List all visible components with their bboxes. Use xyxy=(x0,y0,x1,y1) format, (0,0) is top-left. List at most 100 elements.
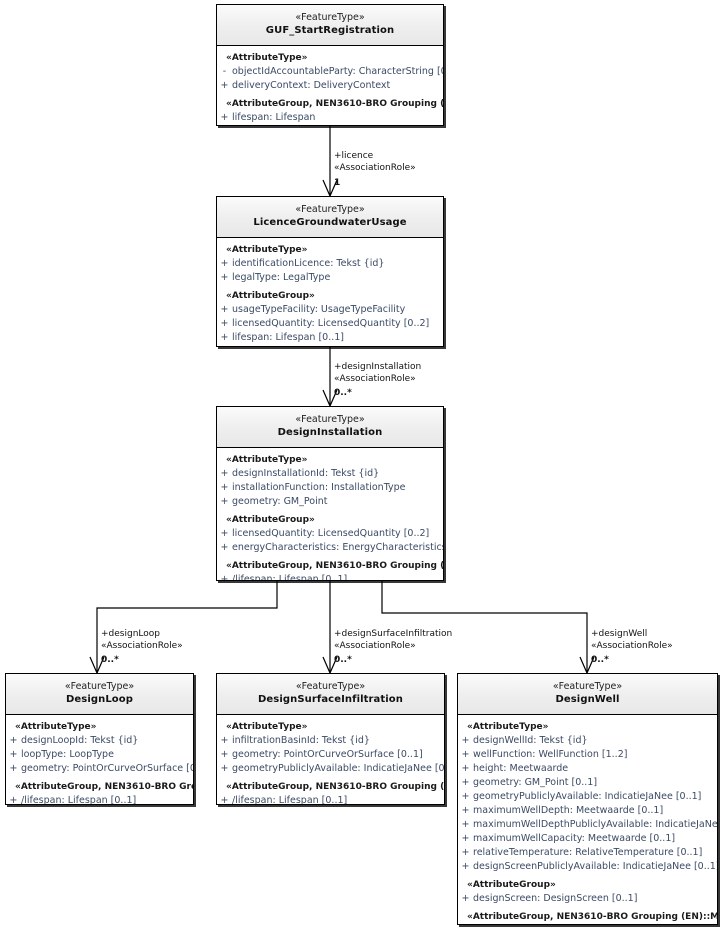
attribute-visibility: + xyxy=(220,574,229,581)
attribute-visibility: + xyxy=(220,763,229,774)
class-name: DesignLoop xyxy=(65,694,133,705)
attribute-signature: identificationLicence: Tekst {id} xyxy=(232,258,385,269)
attribute-visibility: + xyxy=(220,332,229,343)
attribute-visibility: + xyxy=(461,861,470,872)
attribute-row: +legalType: LegalType xyxy=(217,271,443,285)
association-role-design-well: +designWell xyxy=(591,629,648,639)
class-name: DesignSurfaceInfiltration xyxy=(257,694,403,705)
attribute-visibility: + xyxy=(220,304,229,315)
attribute-visibility: + xyxy=(461,777,470,788)
class-stereotype: «FeatureType» xyxy=(295,681,366,692)
class-name: DesignWell xyxy=(555,694,620,705)
attribute-row: +installationFunction: InstallationType xyxy=(217,481,443,495)
attribute-signature: geometry: GM_Point xyxy=(232,496,328,507)
attribute-row: +height: Meetwaarde xyxy=(458,762,717,776)
class-box-design-well[interactable]: «FeatureType» DesignWell «AttributeType»… xyxy=(457,673,718,925)
attribute-signature: geometryPubliclyAvailable: IndicatieJaNe… xyxy=(232,763,445,774)
attribute-visibility: + xyxy=(220,468,229,479)
class-box-design-surface-infiltration[interactable]: «FeatureType» DesignSurfaceInfiltration … xyxy=(216,673,445,805)
class-stereotype: «FeatureType» xyxy=(552,681,623,692)
attribute-row: +lifespan: Lifespan xyxy=(217,111,443,125)
attribute-signature: designScreenPubliclyAvailable: Indicatie… xyxy=(473,861,718,872)
class-box-design-installation[interactable]: «FeatureType» DesignInstallation «Attrib… xyxy=(216,406,444,581)
association-stereotype-design-installation: «AssociationRole» xyxy=(334,374,416,384)
association-role-design-installation: +designInstallation xyxy=(334,362,422,372)
attribute-visibility: + xyxy=(220,735,229,746)
class-header: «FeatureType» DesignSurfaceInfiltration xyxy=(217,674,444,715)
attribute-row: +/lifespan: Lifespan [0..1] xyxy=(217,794,444,804)
attribute-visibility: + xyxy=(461,763,470,774)
attribute-visibility: + xyxy=(461,893,470,904)
attribute-row: +geometry: GM_Point xyxy=(217,495,443,509)
attribute-signature: maximumWellCapacity: Meetwaarde [0..1] xyxy=(473,833,676,844)
attribute-row: +loopType: LoopType xyxy=(6,748,193,762)
attribute-signature: objectIdAccountableParty: CharacterStrin… xyxy=(232,66,444,77)
attribute-group-label: «AttributeGroup» xyxy=(467,880,556,890)
association-multiplicity-design-surface-infiltration: 0..* xyxy=(334,655,352,665)
class-header: «FeatureType» DesignInstallation xyxy=(217,407,443,448)
attribute-signature: designWellId: Tekst {id} xyxy=(473,735,588,746)
attribute-visibility: + xyxy=(9,735,18,746)
class-header: «FeatureType» DesignLoop xyxy=(6,674,193,715)
attribute-group-label: «AttributeType» xyxy=(467,722,549,732)
attribute-signature: designScreen: DesignScreen [0..1] xyxy=(473,893,638,904)
attribute-row: +geometry: GM_Point [0..1] xyxy=(458,776,717,790)
attribute-signature: relativeTemperature: RelativeTemperature… xyxy=(473,847,703,858)
class-name: GUF_StartRegistration xyxy=(265,25,395,36)
attribute-signature: designLoopId: Tekst {id} xyxy=(21,735,139,746)
association-label-design-well: +designWell «AssociationRole» xyxy=(591,628,673,652)
attribute-visibility: + xyxy=(461,833,470,844)
attribute-row: +wellFunction: WellFunction [1..2] xyxy=(458,748,717,762)
attribute-row: +infiltrationBasinId: Tekst {id} xyxy=(217,734,444,748)
association-stereotype-licence: «AssociationRole» xyxy=(334,163,416,173)
association-multiplicity-design-installation: 0..* xyxy=(334,388,352,398)
attribute-signature: legalType: LegalType xyxy=(232,272,331,283)
attribute-visibility: + xyxy=(9,795,18,805)
class-stereotype: «FeatureType» xyxy=(295,414,365,425)
attribute-signature: licensedQuantity: LicensedQuantity [0..2… xyxy=(232,318,430,329)
class-header: «FeatureType» LicenceGroundwaterUsage xyxy=(217,197,443,238)
attribute-row: +usageTypeFacility: UsageTypeFacility xyxy=(217,303,443,317)
attribute-signature: /lifespan: Lifespan [0..1] xyxy=(473,924,588,925)
attribute-row: +maximumWellDepthPubliclyAvailable: Indi… xyxy=(458,818,717,832)
attribute-signature: maximumWellDepth: Meetwaarde [0..1] xyxy=(473,805,664,816)
attribute-row: +maximumWellCapacity: Meetwaarde [0..1] xyxy=(458,832,717,846)
attribute-visibility: + xyxy=(220,496,229,507)
attribute-signature: licensedQuantity: LicensedQuantity [0..2… xyxy=(232,528,430,539)
association-stereotype-design-loop: «AssociationRole» xyxy=(101,641,183,651)
attribute-signature: /lifespan: Lifespan [0..1] xyxy=(21,795,137,805)
attribute-row: +deliveryContext: DeliveryContext xyxy=(217,79,443,93)
attribute-row: +designScreen: DesignScreen [0..1] xyxy=(458,892,717,906)
association-label-design-loop: +designLoop «AssociationRole» xyxy=(101,628,183,652)
class-box-design-loop[interactable]: «FeatureType» DesignLoop «AttributeType»… xyxy=(5,673,194,805)
attribute-visibility: + xyxy=(9,763,18,774)
attribute-row: +/lifespan: Lifespan [0..1] xyxy=(217,573,443,581)
attribute-row: +geometry: PointOrCurveOrSurface [0..1] xyxy=(6,762,193,776)
attribute-visibility: + xyxy=(220,528,229,539)
attribute-row: +identificationLicence: Tekst {id} xyxy=(217,257,443,271)
association-role-design-loop: +designLoop xyxy=(101,629,160,639)
class-body: «AttributeType» + designWellId: Tekst {id}… xyxy=(458,715,718,925)
attribute-signature: height: Meetwaarde xyxy=(473,763,569,774)
attribute-signature: deliveryContext: DeliveryContext xyxy=(232,80,391,91)
class-box-guf-start-registration[interactable]: «FeatureType» GUF_StartRegistration «Att… xyxy=(216,4,444,126)
class-box-licence-groundwater-usage[interactable]: «FeatureType» LicenceGroundwaterUsage «A… xyxy=(216,196,444,347)
attribute-row: +maximumWellDepth: Meetwaarde [0..1] xyxy=(458,804,717,818)
attribute-visibility: + xyxy=(220,749,229,760)
attribute-row: +relativeTemperature: RelativeTemperatur… xyxy=(458,846,717,860)
attribute-row: +licensedQuantity: LicensedQuantity [0..… xyxy=(217,317,443,331)
attribute-signature: infiltrationBasinId: Tekst {id} xyxy=(232,735,370,746)
attribute-group-label: «AttributeGroup, NEN3610-BRO Grouping (E… xyxy=(226,782,445,792)
attribute-signature: /lifespan: Lifespan [0..1] xyxy=(232,574,348,581)
attribute-signature: geometry: GM_Point [0..1] xyxy=(473,777,598,788)
attribute-group-label: «AttributeGroup» xyxy=(226,291,315,301)
class-body: «AttributeType»+designLoopId: Tekst {id}… xyxy=(6,715,193,805)
class-name: DesignInstallation xyxy=(277,427,383,438)
attribute-signature: usageTypeFacility: UsageTypeFacility xyxy=(232,304,406,315)
attribute-row: +energyCharacteristics: EnergyCharacteri… xyxy=(217,541,443,555)
attribute-visibility: + xyxy=(461,847,470,858)
association-role-design-surface-infiltration: +designSurfaceInfiltration xyxy=(334,629,453,639)
attribute-signature: maximumWellDepthPubliclyAvailable: Indic… xyxy=(473,819,718,830)
association-multiplicity-licence: 1 xyxy=(334,178,341,188)
attribute-group-label: «AttributeType» xyxy=(226,245,308,255)
